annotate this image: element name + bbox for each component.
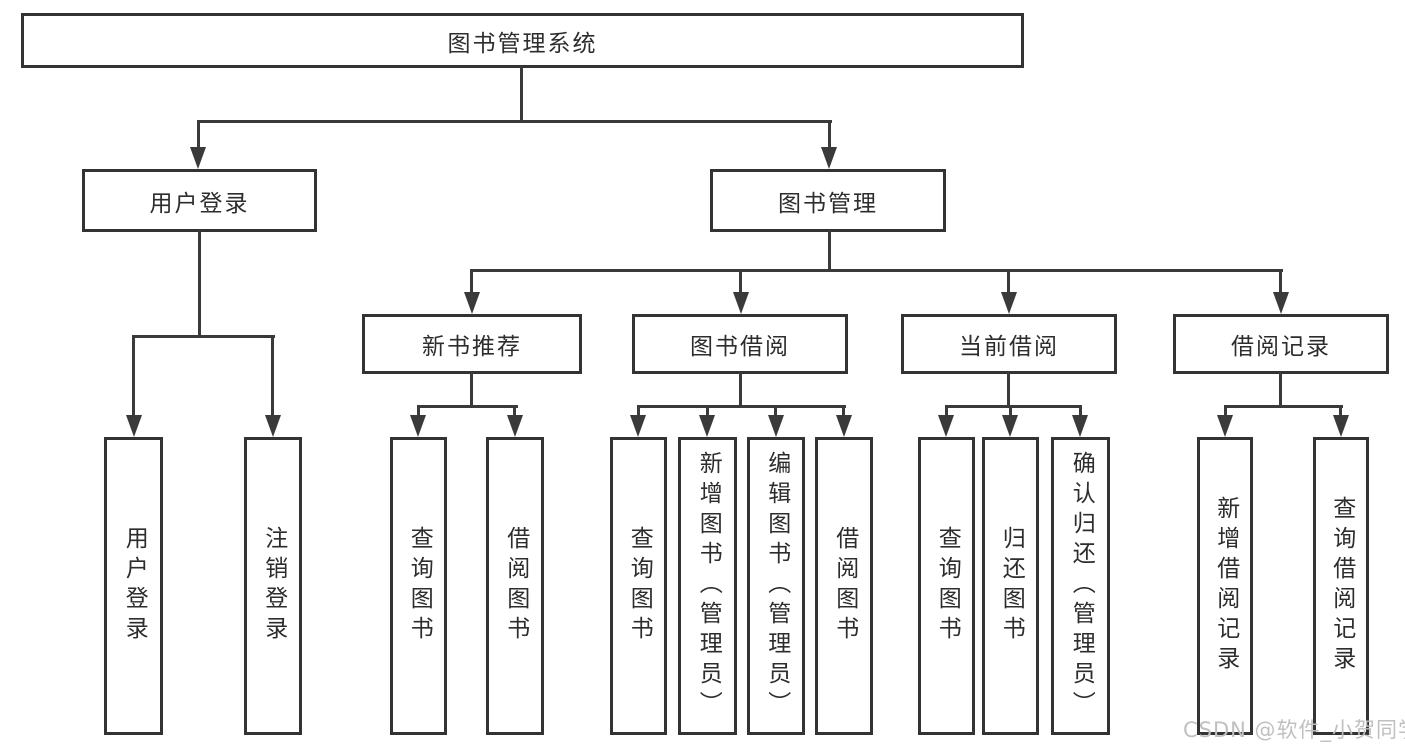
leaf-label: 借阅图书 bbox=[831, 526, 858, 646]
leaf-label: 查询借阅记录 bbox=[1328, 496, 1355, 676]
leaf-label: 注销登录 bbox=[260, 526, 287, 646]
arrowhead-down-icon bbox=[733, 292, 749, 314]
node-book-borrow: 图书借阅 bbox=[632, 314, 848, 374]
connector-line bbox=[271, 335, 274, 417]
arrowhead-down-icon bbox=[464, 292, 480, 314]
connector-line bbox=[637, 405, 640, 417]
connector-line bbox=[739, 269, 742, 294]
leaf-borrow-books-2: 借阅图书 bbox=[815, 437, 873, 735]
arrowhead-down-icon bbox=[821, 147, 837, 169]
connector-line bbox=[1224, 405, 1227, 417]
node-user-login-group: 用户登录 bbox=[82, 169, 317, 232]
leaf-logout: 注销登录 bbox=[244, 437, 302, 735]
connector-line bbox=[637, 405, 846, 408]
connector-line bbox=[828, 120, 831, 149]
connector-line bbox=[1007, 372, 1010, 407]
connector-line bbox=[470, 372, 473, 407]
arrowhead-down-icon bbox=[190, 147, 206, 169]
node-new-book-recommend: 新书推荐 bbox=[362, 314, 582, 374]
leaf-user-login: 用户登录 bbox=[104, 437, 163, 735]
connector-line bbox=[945, 405, 1082, 408]
connector-line bbox=[739, 372, 742, 407]
leaf-return-books: 归还图书 bbox=[982, 437, 1039, 735]
arrowhead-down-icon bbox=[265, 415, 281, 437]
leaf-edit-books-admin: 编辑图书（管理员） bbox=[747, 437, 805, 735]
arrowhead-down-icon bbox=[1001, 292, 1017, 314]
leaf-add-borrow-record: 新增借阅记录 bbox=[1197, 437, 1253, 735]
arrowhead-down-icon bbox=[699, 415, 715, 437]
arrowhead-down-icon bbox=[1072, 415, 1088, 437]
arrowhead-down-icon bbox=[768, 415, 784, 437]
connector-line bbox=[828, 230, 831, 272]
leaf-query-borrow-record: 查询借阅记录 bbox=[1313, 437, 1369, 735]
leaf-label: 编辑图书（管理员） bbox=[763, 451, 790, 721]
leaf-label: 用户登录 bbox=[121, 526, 148, 646]
connector-line bbox=[774, 405, 777, 417]
connector-line bbox=[197, 120, 832, 123]
leaf-add-books-admin: 新增图书（管理员） bbox=[678, 437, 737, 735]
connector-line bbox=[1224, 405, 1343, 408]
arrowhead-down-icon bbox=[1333, 415, 1349, 437]
leaf-query-books-3: 查询图书 bbox=[918, 437, 975, 735]
node-borrow-records: 借阅记录 bbox=[1173, 314, 1389, 374]
connector-line bbox=[1279, 269, 1282, 294]
node-current-borrow: 当前借阅 bbox=[901, 314, 1117, 374]
connector-line bbox=[198, 230, 201, 337]
leaf-label: 新增借阅记录 bbox=[1212, 496, 1239, 676]
connector-line bbox=[1009, 405, 1012, 417]
connector-line bbox=[470, 269, 473, 294]
arrowhead-down-icon bbox=[410, 415, 426, 437]
arrowhead-down-icon bbox=[126, 415, 142, 437]
csdn-watermark: CSDN @软件_小贺同学 bbox=[1183, 718, 1405, 742]
connector-line bbox=[945, 405, 948, 417]
arrowhead-down-icon bbox=[630, 415, 646, 437]
leaf-confirm-return-admin: 确认归还（管理员） bbox=[1051, 437, 1110, 735]
connector-line bbox=[520, 66, 523, 122]
connector-line bbox=[706, 405, 709, 417]
connector-line bbox=[470, 269, 1283, 272]
leaf-label: 查询图书 bbox=[934, 526, 961, 646]
leaf-label: 查询图书 bbox=[406, 526, 433, 646]
connector-line bbox=[417, 405, 518, 408]
node-book-management: 图书管理 bbox=[710, 169, 946, 232]
leaf-label: 归还图书 bbox=[998, 526, 1025, 646]
leaf-query-books-2: 查询图书 bbox=[610, 437, 667, 735]
connector-line bbox=[197, 120, 200, 149]
connector-line bbox=[513, 405, 516, 417]
connector-line bbox=[1339, 405, 1342, 417]
connector-line bbox=[1279, 372, 1282, 407]
arrowhead-down-icon bbox=[1217, 415, 1233, 437]
leaf-borrow-books-1: 借阅图书 bbox=[486, 437, 544, 735]
connector-line bbox=[417, 405, 420, 417]
connector-line bbox=[842, 405, 845, 417]
leaf-label: 确认归还（管理员） bbox=[1068, 451, 1095, 721]
node-root: 图书管理系统 bbox=[21, 13, 1024, 68]
connector-line bbox=[1007, 269, 1010, 294]
connector-line bbox=[132, 335, 135, 417]
arrowhead-down-icon bbox=[836, 415, 852, 437]
connector-line bbox=[1079, 405, 1082, 417]
arrowhead-down-icon bbox=[1002, 415, 1018, 437]
arrowhead-down-icon bbox=[507, 415, 523, 437]
leaf-label: 查询图书 bbox=[626, 526, 653, 646]
leaf-label: 借阅图书 bbox=[502, 526, 529, 646]
arrowhead-down-icon bbox=[1273, 292, 1289, 314]
leaf-label: 新增图书（管理员） bbox=[695, 451, 722, 721]
leaf-query-books-1: 查询图书 bbox=[390, 437, 447, 735]
arrowhead-down-icon bbox=[938, 415, 954, 437]
connector-line bbox=[132, 335, 275, 338]
